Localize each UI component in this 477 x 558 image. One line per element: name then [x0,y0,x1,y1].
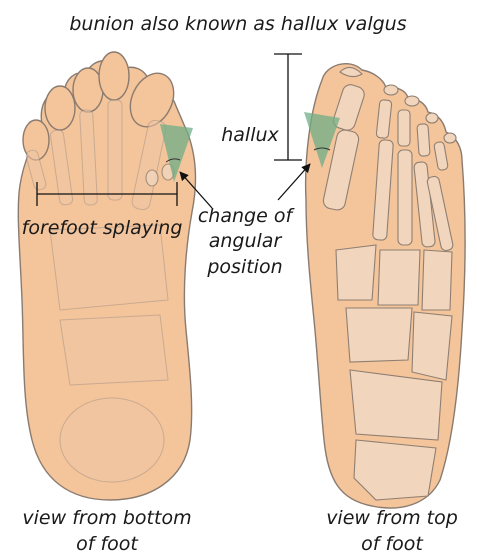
caption-bottom-line-2: of foot [76,533,139,555]
foot-bottom-view [18,52,195,500]
label-angular-line-2: angular [209,230,283,252]
diagram-title: bunion also known as hallux valgus [69,13,406,35]
caption-top-line-2: of foot [361,533,424,555]
label-angular-line-1: change of [198,205,296,227]
label-angular-line-3: position [206,256,282,278]
label-forefoot-splaying: forefoot splaying [22,217,183,239]
caption-bottom-line-1: view from bottom [22,507,191,529]
caption-top-line-1: view from top [326,507,458,529]
label-hallux: hallux [221,124,279,146]
foot-top-view [274,54,465,508]
